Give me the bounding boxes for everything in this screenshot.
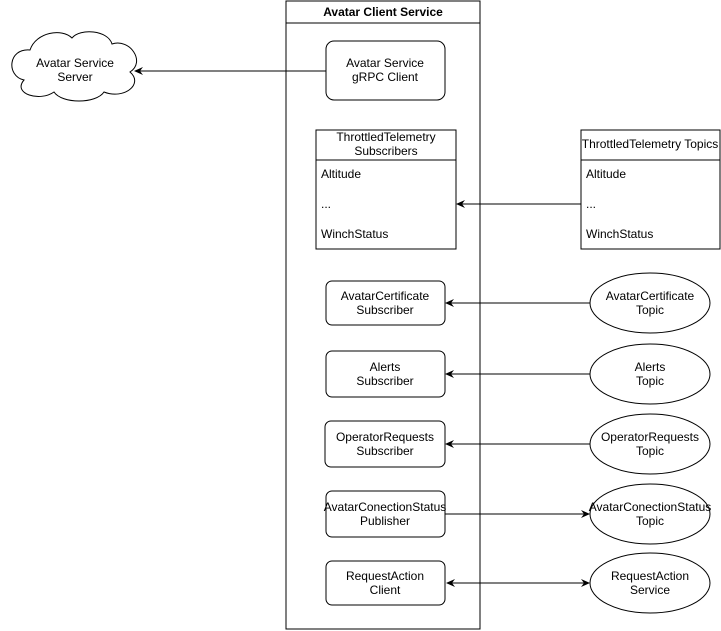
alerts-topic-line1: Alerts [635, 360, 666, 374]
operator-requests-topic-line2: Topic [636, 444, 664, 458]
operator-requests-topic-line1: OperatorRequests [601, 430, 699, 444]
telemetry-subscribers-header2: Subscribers [354, 144, 417, 158]
avatar-certificate-subscriber-box: AvatarCertificate Subscriber [325, 280, 446, 326]
telemetry-subscriber-row: ... [321, 197, 331, 211]
telemetry-topics-header: ThrottledTelemetry Topics [582, 137, 719, 151]
telemetry-subscribers-list: ThrottledTelemetry Subscribers Altitude … [315, 129, 457, 250]
service-title: Avatar Client Service [323, 5, 443, 19]
request-action-client-box: RequestAction Client [325, 560, 446, 606]
avatar-certificate-subscriber-line1: AvatarCertificate [341, 289, 430, 303]
avatar-certificate-topic-ellipse: AvatarCertificate Topic [589, 272, 711, 334]
avatar-service-server-cloud: Avatar Service Server [11, 31, 137, 102]
operator-requests-subscriber-line2: Subscriber [356, 444, 413, 458]
telemetry-subscribers-header1: ThrottledTelemetry [336, 130, 435, 144]
connection-status-topic-ellipse: AvatarConectionStatus Topic [589, 483, 712, 545]
avatar-certificate-subscriber-line2: Subscriber [356, 303, 413, 317]
alerts-topic-line2: Topic [636, 374, 664, 388]
connection-status-publisher-line1: AvatarConectionStatus [324, 500, 447, 514]
request-action-service-ellipse: RequestAction Service [589, 552, 711, 614]
alerts-subscriber-line2: Subscriber [356, 374, 413, 388]
grpc-client-box: Avatar Service gRPC Client [325, 40, 446, 101]
connection-status-publisher-box: AvatarConectionStatus Publisher [324, 490, 447, 538]
avatar-certificate-topic-line2: Topic [636, 303, 664, 317]
alerts-subscriber-box: Alerts Subscriber [325, 350, 446, 398]
operator-requests-subscriber-box: OperatorRequests Subscriber [324, 420, 446, 468]
cloud-label-line1: Avatar Service [36, 56, 114, 70]
connection-status-topic-line2: Topic [636, 514, 664, 528]
avatar-certificate-topic-line1: AvatarCertificate [606, 289, 695, 303]
request-action-client-line2: Client [370, 583, 401, 597]
telemetry-topic-row: Altitude [586, 167, 626, 181]
request-action-client-line1: RequestAction [346, 569, 424, 583]
alerts-topic-ellipse: Alerts Topic [589, 343, 711, 405]
telemetry-topics-list: ThrottledTelemetry Topics Altitude ... W… [580, 129, 721, 250]
telemetry-subscriber-row: WinchStatus [321, 227, 388, 241]
telemetry-subscriber-row: Altitude [321, 167, 361, 181]
request-action-service-line2: Service [630, 583, 670, 597]
operator-requests-topic-ellipse: OperatorRequests Topic [589, 413, 711, 475]
alerts-subscriber-line1: Alerts [370, 360, 401, 374]
operator-requests-subscriber-line1: OperatorRequests [336, 430, 434, 444]
request-action-service-line1: RequestAction [611, 569, 689, 583]
connection-status-topic-line1: AvatarConectionStatus [589, 500, 712, 514]
telemetry-topic-row: ... [586, 197, 596, 211]
telemetry-topic-row: WinchStatus [586, 227, 653, 241]
grpc-client-line2: gRPC Client [352, 70, 419, 84]
connection-status-publisher-line2: Publisher [360, 514, 410, 528]
cloud-label-line2: Server [57, 70, 92, 84]
grpc-client-line1: Avatar Service [346, 56, 424, 70]
